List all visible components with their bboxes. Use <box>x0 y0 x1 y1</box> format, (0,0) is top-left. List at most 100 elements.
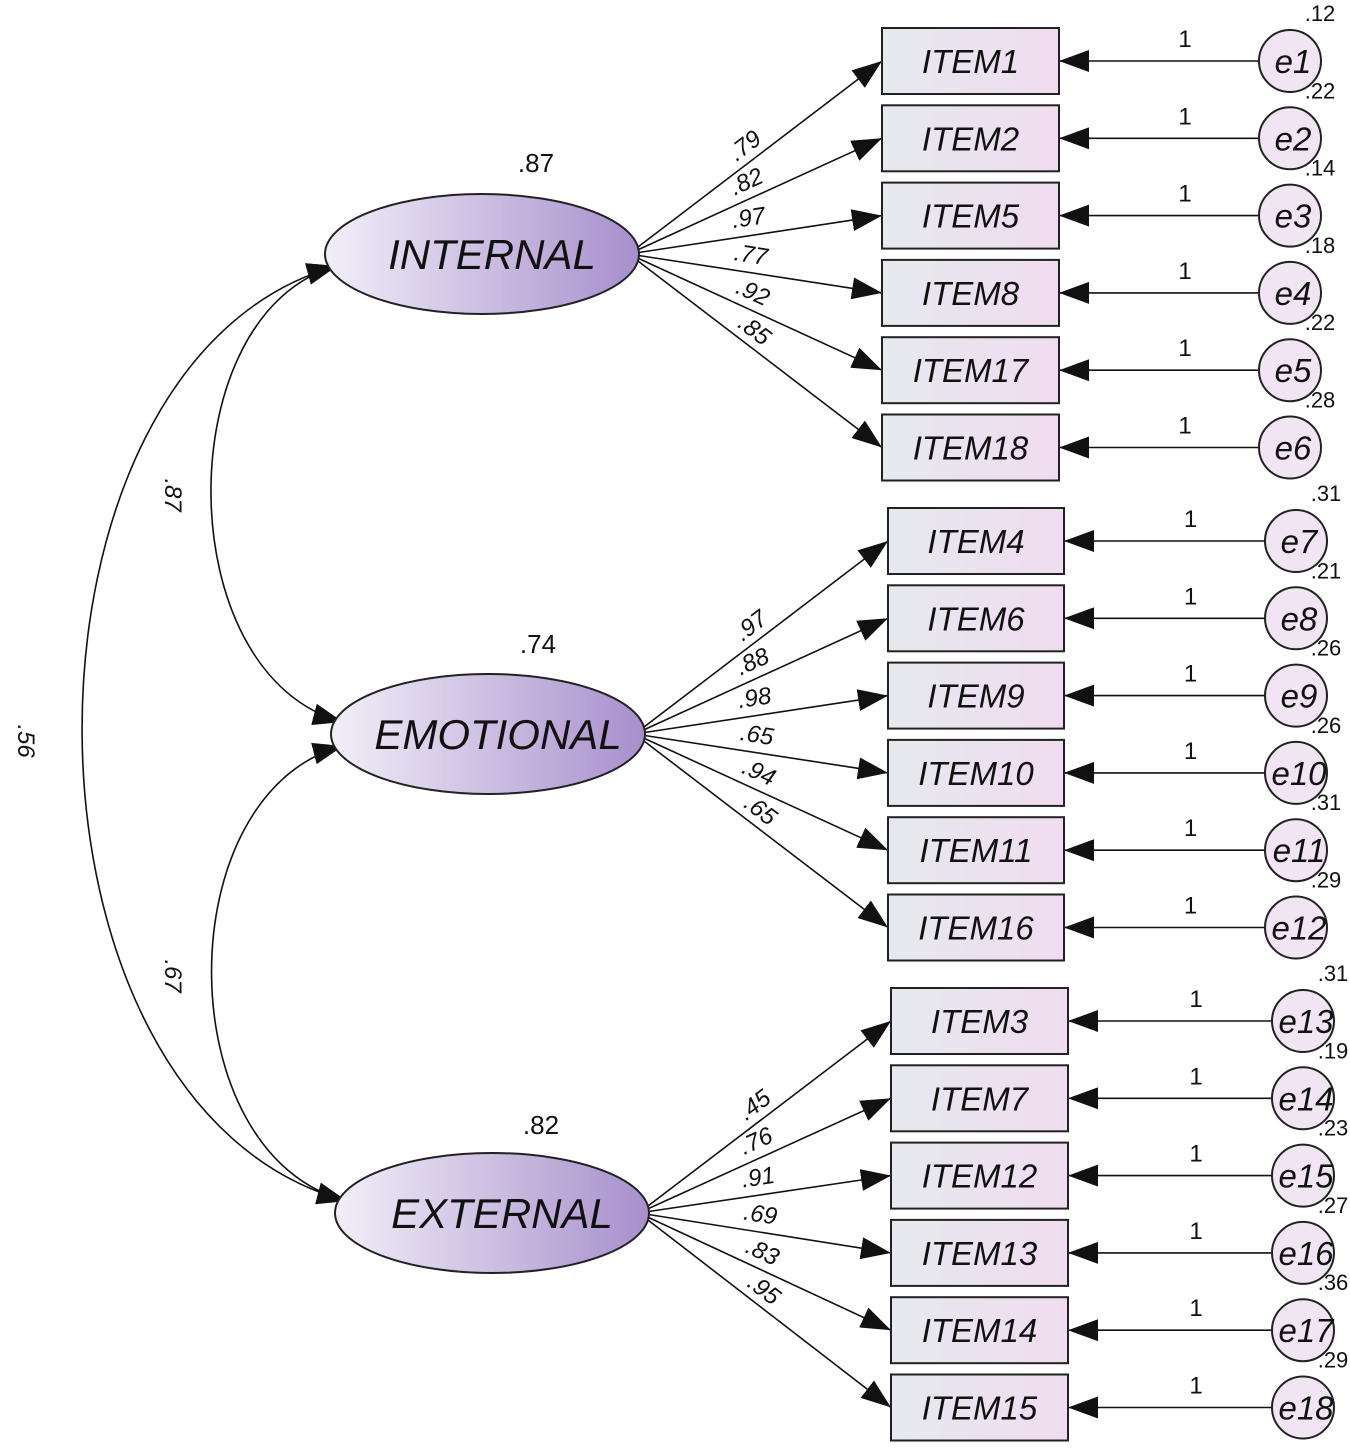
error-circle <box>1264 663 1328 728</box>
loading-path <box>642 540 889 729</box>
item-label: ITEM15 <box>922 1390 1038 1427</box>
fixed-weight: 1 <box>1189 1218 1202 1245</box>
fixed-weight: 1 <box>1184 661 1197 688</box>
correlation-value: .56 <box>12 724 39 758</box>
item-label: ITEM11 <box>919 832 1032 869</box>
fixed-weight: 1 <box>1184 583 1197 610</box>
loading-path <box>646 1169 892 1213</box>
fixed-weight: 1 <box>1178 258 1191 285</box>
item-label: ITEM4 <box>927 523 1024 560</box>
loading-value: .94 <box>738 753 780 791</box>
fixed-weight: 1 <box>1189 1141 1202 1168</box>
loading-path <box>636 259 883 449</box>
error-variance: .22 <box>1305 78 1336 103</box>
label-layer: INTERNAL.87.79ITEM11e1.12.82ITEM21e2.22.… <box>12 1 1348 1427</box>
error-variance: .21 <box>1311 558 1342 583</box>
correlation-arc <box>210 745 348 1205</box>
item-box <box>881 413 1060 482</box>
error-variance: .31 <box>1318 961 1349 986</box>
error-label: e15 <box>1278 1158 1334 1195</box>
fixed-weight: 1 <box>1184 893 1197 920</box>
error-label: e5 <box>1275 352 1312 389</box>
error-circle <box>1271 1220 1335 1285</box>
loading-path <box>642 689 889 734</box>
item-box <box>881 104 1060 173</box>
loading-value: .77 <box>732 239 771 271</box>
loading-value: .85 <box>733 310 776 352</box>
error-variance: .27 <box>1318 1193 1349 1218</box>
item-box <box>881 27 1060 95</box>
fixed-weight: 1 <box>1184 815 1197 842</box>
fixed-weight: 1 <box>1178 181 1191 208</box>
loading-path <box>646 1218 892 1409</box>
loading-path <box>646 1213 892 1260</box>
error-variance: .36 <box>1318 1270 1349 1295</box>
fixed-weight: 1 <box>1184 506 1197 533</box>
correlation-layer <box>81 263 348 1205</box>
error-circle <box>1264 818 1328 883</box>
error-circle <box>1258 415 1322 480</box>
item-label: ITEM3 <box>931 1003 1029 1040</box>
loading-value: .91 <box>740 1162 777 1194</box>
error-circle <box>1264 509 1328 573</box>
error-variance: .29 <box>1318 1348 1349 1373</box>
item-box <box>887 738 1065 807</box>
item-box <box>881 181 1060 250</box>
error-label: e8 <box>1281 600 1318 637</box>
error-variance: .26 <box>1311 636 1342 661</box>
error-label: e1 <box>1275 43 1312 80</box>
correlation-arc <box>81 265 348 1204</box>
factor-internal-ellipse <box>324 193 640 315</box>
loading-value: .82 <box>726 163 768 201</box>
error-circle <box>1264 895 1328 960</box>
item-box <box>890 1296 1069 1365</box>
error-label: e3 <box>1275 198 1312 235</box>
error-circle <box>1258 106 1322 171</box>
loading-path <box>642 739 889 929</box>
error-label: e10 <box>1271 755 1327 792</box>
loading-value: .88 <box>732 642 774 681</box>
fixed-weight: 1 <box>1189 1063 1202 1090</box>
error-circle <box>1258 29 1322 93</box>
item-label: ITEM16 <box>918 910 1034 947</box>
loading-value: .65 <box>738 719 776 751</box>
error-variance: .26 <box>1311 713 1342 738</box>
error-variance: .22 <box>1305 310 1336 335</box>
fixed-weight: 1 <box>1189 986 1202 1013</box>
error-variance: .18 <box>1305 233 1336 258</box>
item-label: ITEM6 <box>927 600 1025 637</box>
item-box <box>881 258 1060 327</box>
loading-value: .79 <box>724 125 767 167</box>
path-layer <box>636 50 1272 1419</box>
loading-value: .45 <box>733 1084 776 1126</box>
factor-external-r2: .82 <box>523 1110 559 1140</box>
error-circle <box>1271 1298 1335 1363</box>
error-label: e6 <box>1275 430 1312 467</box>
item-label: ITEM14 <box>922 1312 1038 1349</box>
error-variance: .28 <box>1305 388 1336 413</box>
loading-value: .95 <box>742 1269 785 1311</box>
error-label: e14 <box>1278 1080 1333 1117</box>
loading-value: .92 <box>732 273 774 311</box>
fixed-weight: 1 <box>1178 335 1191 362</box>
loading-path <box>642 737 889 851</box>
loading-value: .83 <box>742 1233 784 1272</box>
error-variance: .12 <box>1305 1 1336 26</box>
fixed-weight: 1 <box>1178 26 1191 53</box>
factor-emotional-ellipse <box>330 673 646 795</box>
error-variance: .23 <box>1318 1116 1349 1141</box>
item-label: ITEM5 <box>922 198 1020 235</box>
item-label: ITEM17 <box>913 352 1030 389</box>
loading-path <box>642 617 889 731</box>
factor-external-ellipse <box>334 1152 650 1274</box>
item-label: ITEM12 <box>922 1158 1038 1195</box>
loading-value: .98 <box>736 682 774 714</box>
error-variance: .31 <box>1311 481 1342 506</box>
item-label: ITEM2 <box>922 120 1019 157</box>
item-label: ITEM9 <box>927 678 1024 715</box>
item-box <box>890 1218 1069 1287</box>
loading-path <box>646 1020 892 1208</box>
item-box <box>887 507 1065 575</box>
error-label: e18 <box>1278 1390 1334 1427</box>
